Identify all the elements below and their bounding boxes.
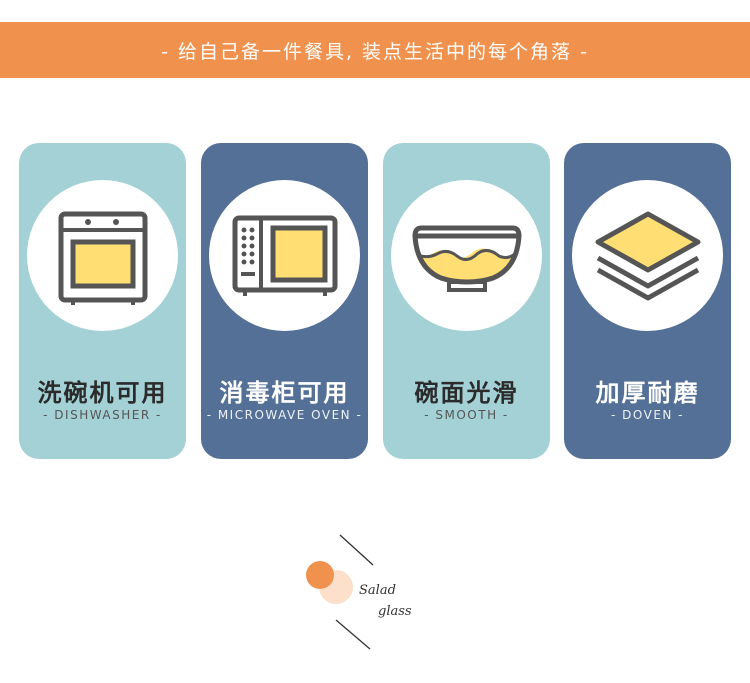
logo-graphic [306,534,374,650]
feature-subtitle: - DOVEN - [610,408,685,422]
banner-text: - 给自己备一件餐具, 装点生活中的每个角落 - [161,40,589,63]
feature-card-durable: 加厚耐磨 - DOVEN - [564,143,731,459]
icon-circle [572,180,723,331]
icon-circle [27,180,178,331]
icon-circle [391,180,542,331]
top-banner: - 给自己备一件餐具, 装点生活中的每个角落 - [0,22,750,78]
layers-icon [595,211,700,300]
microwave-icon [232,215,337,296]
logo-text-glass: glass [378,604,412,619]
feature-title: 消毒柜可用 [219,379,350,407]
feature-title: 加厚耐磨 [595,379,700,407]
icon-circle [209,180,360,331]
logo-text-salad: Salad [359,583,396,598]
bowl-icon [412,225,521,292]
brand-logo: Salad glass [300,530,420,655]
feature-card-smooth: 碗面光滑 - SMOOTH - [383,143,550,459]
feature-card-microwave: 消毒柜可用 - MICROWAVE OVEN - [201,143,368,459]
feature-title: 洗碗机可用 [37,379,168,407]
feature-subtitle: - SMOOTH - [424,408,509,422]
feature-title: 碗面光滑 [414,379,519,407]
oven-icon [58,211,147,305]
feature-card-dishwasher: 洗碗机可用 - DISHWASHER - [19,143,186,459]
feature-subtitle: - MICROWAVE OVEN - [206,408,363,422]
feature-subtitle: - DISHWASHER - [43,408,162,422]
